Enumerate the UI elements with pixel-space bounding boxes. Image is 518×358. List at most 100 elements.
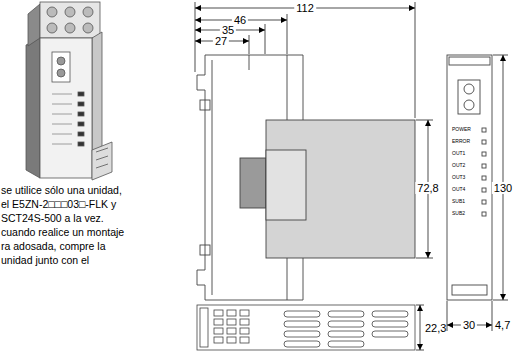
dimension-lines [195,2,508,350]
product-picture-part [26,38,40,178]
product-picture-part [57,57,65,65]
front-view-part [482,140,486,144]
dimension-lines-part [415,2,416,118]
product-picture-part [65,23,75,33]
dimension-lines-part [249,35,250,54]
product-picture-part [78,112,84,116]
product-picture-part [78,142,84,146]
bottom-view-part [328,311,364,317]
led-label: SUB1 [452,199,465,205]
dimension-value: 4,7 [495,319,510,331]
dimension-lines-part [420,305,421,350]
dimension-lines-part [447,301,448,331]
front-view-part [482,200,486,204]
bottom-view [197,305,415,350]
dimension-lines-part [416,120,433,121]
dimension-lines-part [416,258,433,259]
note-text: cuando realice un montaje [1,227,124,239]
product-picture-part [47,7,57,17]
bottom-view-part [214,337,223,343]
product-picture-part [65,7,75,17]
product-picture-part [28,4,40,46]
bottom-view-part [227,328,236,334]
product-picture-part [96,148,108,152]
bottom-view-part [200,308,208,347]
product-picture-part [92,142,112,180]
led-label: POWER [452,127,471,133]
bottom-view-part [240,319,249,325]
led-label: SUB2 [452,211,465,217]
product-picture-part [52,144,72,145]
bottom-view-part [214,310,223,316]
product-picture-part [83,23,93,33]
led-label: OUT3 [452,175,465,181]
front-view [447,55,492,300]
front-view-part [464,84,474,94]
side-view [197,55,415,300]
bottom-view-part [372,321,408,327]
dimension-lines-part [503,55,504,300]
dimension-lines-part [492,301,493,331]
dimension-value: 27 [213,35,229,47]
bottom-view-part [328,331,364,337]
front-view-part [452,285,487,295]
side-view-part [200,100,210,110]
bottom-view-part [227,310,236,316]
bottom-view-part [372,331,408,337]
side-view-part [212,60,213,295]
front-view-part [482,176,486,180]
product-picture-part [78,132,84,136]
product-picture-part [52,52,70,82]
side-view-part [266,150,306,220]
bottom-view-part [372,311,408,317]
product-picture-part [57,69,65,77]
product-picture-part [52,134,72,135]
led-label: OUT1 [452,151,465,157]
bottom-view-part [197,305,415,350]
product-picture-part [52,124,72,125]
front-view-part [447,55,492,300]
bottom-view-part [240,337,249,343]
front-view-part [449,57,490,65]
front-view-part [482,212,486,216]
product-picture-part [47,23,57,33]
dimension-value: 112 [294,2,316,14]
note-text: se utilice sólo una unidad, [1,185,122,197]
dimension-value: 22,3 [425,322,446,334]
side-view-part [266,120,415,258]
product-picture-part [52,114,72,115]
product-picture-part [40,2,100,38]
side-view-part [249,55,250,70]
bottom-view-part [328,341,364,347]
note-text: unidad junto con el [1,255,89,267]
product-picture-part [83,7,93,17]
dimension-value: 30 [461,319,477,331]
bottom-view-part [284,331,320,337]
bottom-view-part [214,319,223,325]
dimension-lines-part [195,2,196,72]
product-picture-part [96,156,108,160]
bottom-view-part [284,311,320,317]
front-view-part [482,164,486,168]
bottom-view-part [284,321,320,327]
dimension-value: 72,8 [415,182,440,194]
front-view-part [482,128,486,132]
front-view-part [482,188,486,192]
dimension-value: 130 [492,182,514,194]
bottom-view-part [240,310,249,316]
led-label: OUT2 [452,163,465,169]
bottom-view-part [227,319,236,325]
product-picture-part [78,92,84,96]
dimension-lines-part [493,300,508,301]
product-picture-part [40,38,92,178]
side-view-part [200,245,210,255]
note-text: SCT24S-500 a la vez. [1,213,104,225]
product-picture [26,2,112,180]
product-picture-part [52,104,72,105]
product-picture-part [78,102,84,106]
note-text: ra adosada, compre la [1,241,105,253]
side-view-part [240,158,266,208]
note-text: el E5ZN-2□□□03□-FLK y [1,199,116,211]
